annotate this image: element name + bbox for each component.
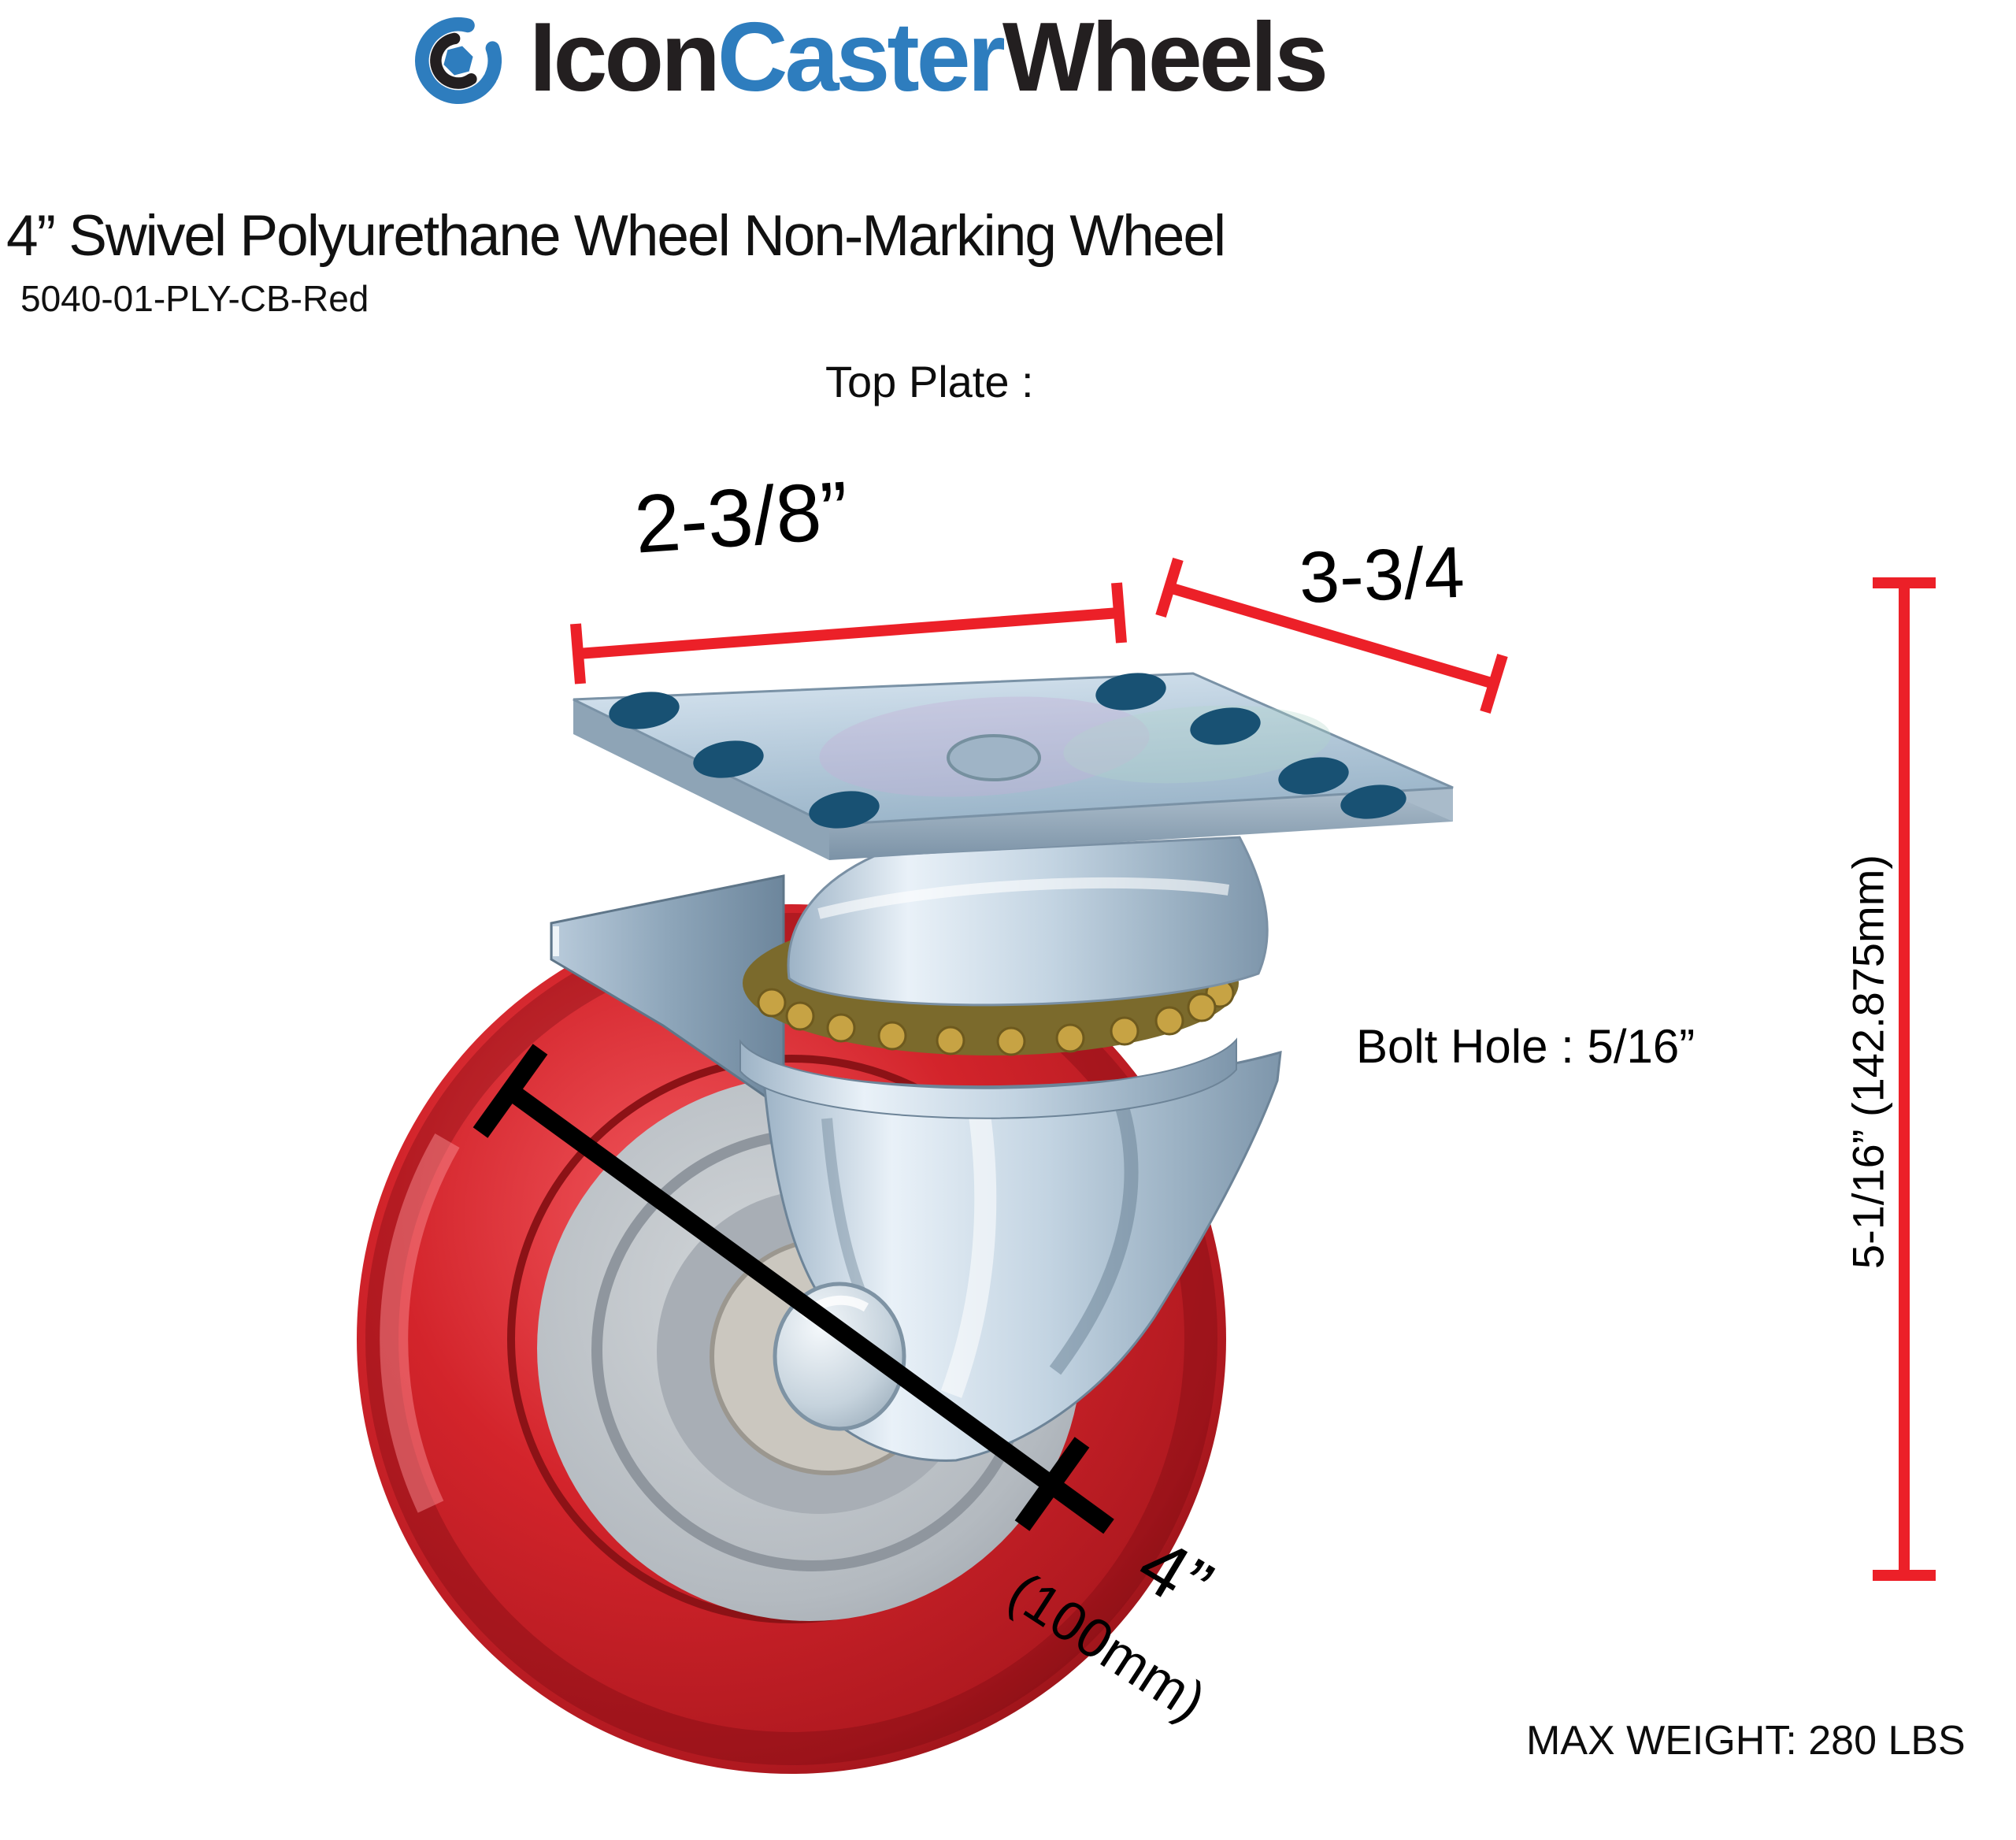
- top-plate: [573, 672, 1454, 860]
- plate-width-label: 2-3/8”: [632, 465, 852, 571]
- product-title: 4” Swivel Polyurethane Wheel Non-Marking…: [6, 204, 1226, 268]
- overall-height-dimension-line: [1873, 577, 1936, 1581]
- caster-wheel-logo-icon: [415, 17, 502, 105]
- plate-width-dimension-line: [570, 582, 1127, 684]
- bolt-hole-label: Bolt Hole : 5/16”: [1356, 1020, 1695, 1073]
- brand-part-wheels: Wheels: [1002, 3, 1329, 112]
- fork-rear-leg: [550, 874, 785, 1111]
- bearing-lower-race: [739, 1037, 1237, 1119]
- wheel-diameter-line: [472, 1044, 1114, 1534]
- max-weight-label: MAX WEIGHT: 280 LBS: [1526, 1718, 1966, 1764]
- top-plate-heading: Top Plate :: [825, 357, 1034, 406]
- brand-part-icon: Icon: [529, 3, 721, 112]
- kingpin-rivet: [947, 734, 1041, 781]
- brand-part-caster: Caster: [717, 3, 1006, 112]
- axle-bolt-head: [773, 1282, 906, 1431]
- brand-wordmark: IconCasterWheels: [529, 3, 1329, 112]
- bearing-balls: [757, 978, 1235, 1056]
- swivel-bearing: [739, 836, 1269, 1119]
- plate-depth-label: 3-3/4: [1298, 532, 1466, 618]
- bearing-upper-race: [787, 836, 1269, 1007]
- product-sku: 5040-01-PLY-CB-Red: [20, 278, 369, 319]
- overall-height-label: 5-1/16” (142.875mm): [1843, 854, 1893, 1270]
- plate-depth-dimension-line: [1155, 557, 1508, 714]
- dimension-lines: [570, 557, 1936, 1581]
- plate-bolt-holes: [609, 673, 1406, 829]
